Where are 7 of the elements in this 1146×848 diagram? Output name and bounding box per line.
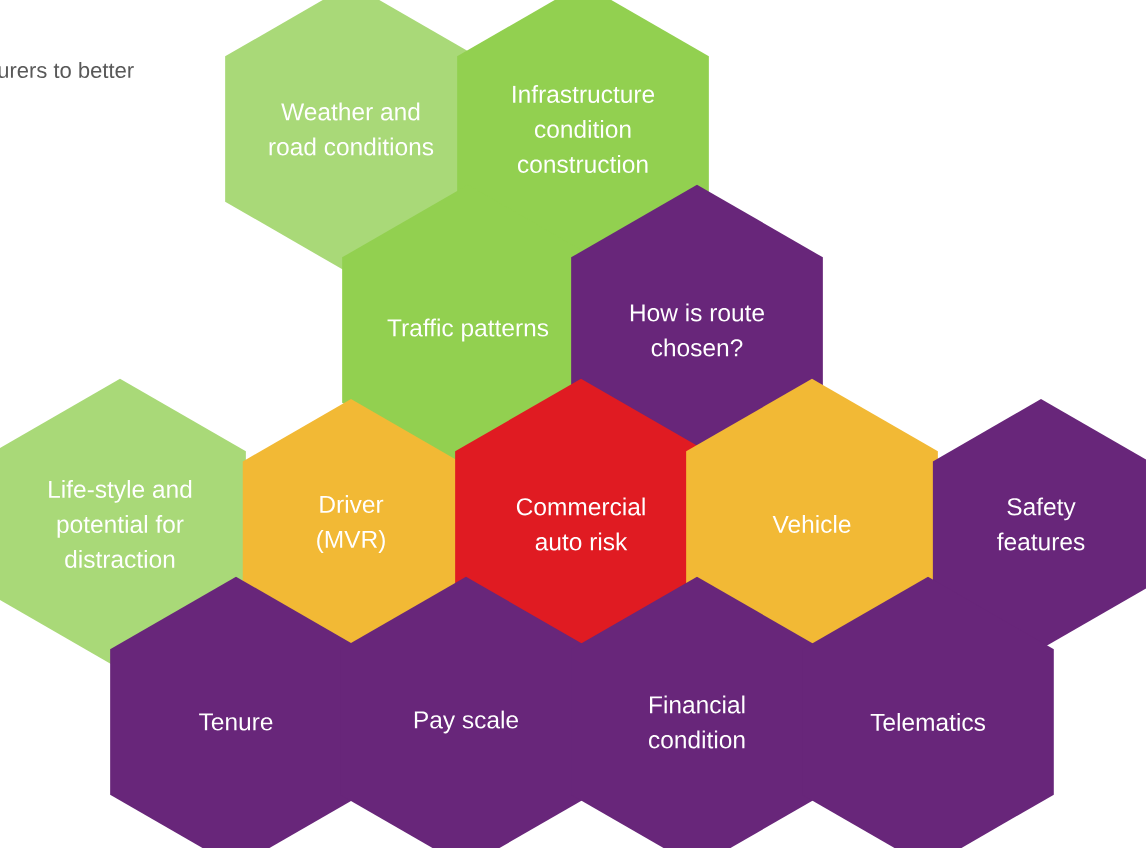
node-label: Safety features xyxy=(997,497,1085,551)
node-label: Pay scale xyxy=(414,710,518,734)
node-label: Tenure xyxy=(199,713,273,731)
node-label: Financial condition xyxy=(649,695,745,749)
node-label: Telematics xyxy=(870,713,985,731)
hexagon: Driver (MVR) xyxy=(242,399,460,649)
hexagon: Safety features xyxy=(932,399,1146,649)
